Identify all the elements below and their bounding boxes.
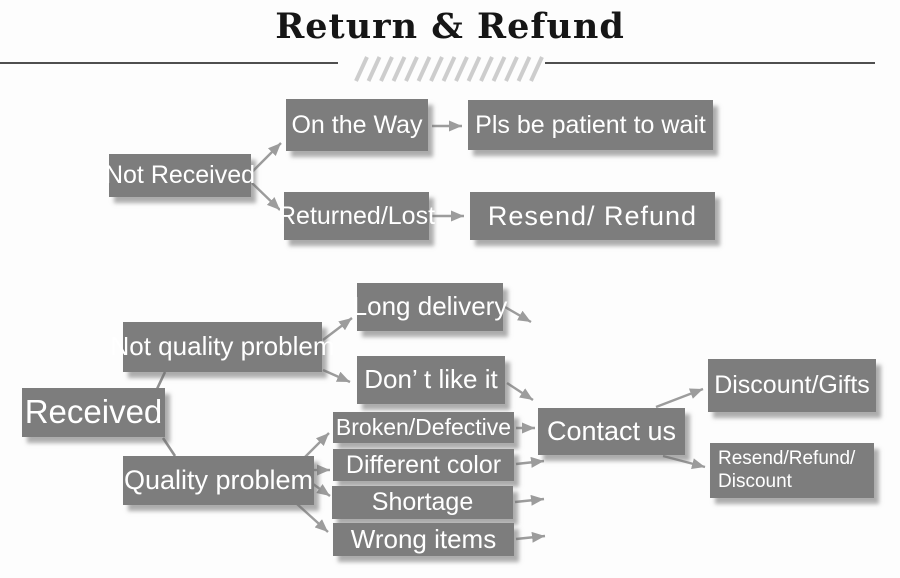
node-received: Received [22,388,165,437]
node-discount-gifts: Discount/Gifts [708,359,876,412]
arrow-different-color-out [515,456,545,468]
arrow-quality-to-shortage [312,483,331,497]
arrow-long-delivery-out [504,305,532,324]
header: Return & Refund [0,6,900,47]
arrow-not-received-to-returned-lost [251,182,281,211]
arrow-contact-us-to-discount-gifts [655,387,704,409]
node-dont-like-it: Don’ t like it [357,356,505,404]
link-received-to-quality-problem [161,437,177,457]
node-returned-lost: Returned/Lost [278,192,435,240]
arrow-not-quality-to-long-delivery [322,317,353,341]
divider-line-left [0,62,338,64]
node-quality-problem: Quality problem [123,456,314,505]
node-contact-us: Contact us [538,408,685,455]
arrow-quality-to-wrong-items [296,503,329,533]
arrow-not-received-to-on-the-way [251,142,282,173]
hatch-marks [354,56,544,82]
node-not-received: Not Received [105,154,255,197]
node-resend-refund-discount: Resend/Refund/ Discount [710,443,874,498]
node-pls-be-patient: Pls be patient to wait [468,100,713,150]
node-not-quality-problem: Not quality problem [111,322,335,372]
node-broken-defective: Broken/Defective [333,412,514,443]
node-shortage: Shortage [332,486,513,519]
arrow-dont-like-to-contact-us [506,381,534,402]
divider-line-right [545,62,875,64]
arrow-not-quality-to-dont-like [322,368,351,384]
arrow-wrong-items-out [515,531,546,543]
arrow-contact-us-to-resend-refund-discount [662,454,706,470]
arrow-shortage-out [514,494,545,506]
node-different-color: Different color [333,449,514,481]
node-on-the-way: On the Way [286,99,428,151]
node-long-delivery: Long delivery [353,283,507,331]
node-resend-refund: Resend/ Refund [470,192,715,240]
node-wrong-items: Wrong items [333,523,514,556]
link-received-to-not-quality-problem [155,371,167,390]
page-title: Return & Refund [275,6,625,47]
